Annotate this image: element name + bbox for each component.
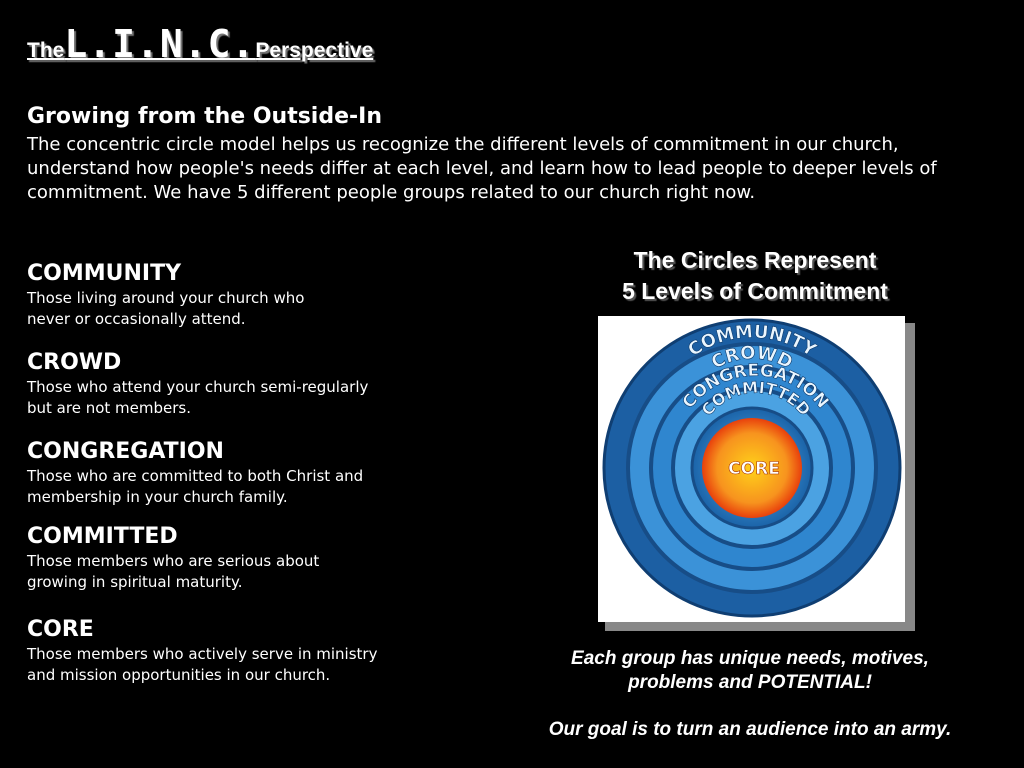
level-name: COMMITTED [27,524,178,549]
diagram-title-line-1: The Circles Represent [633,247,877,273]
title-prefix: The [27,39,65,62]
page-title: TheL.I.N.C.Perspective [27,22,373,66]
level-description-line-1: Those who are committed to both Christ a… [27,467,364,485]
level-description-line-1: Those members who are serious about [27,552,320,570]
level-description-line-2: growing in spiritual maturity. [27,573,243,591]
diagram-title-line-2: 5 Levels of Commitment [622,278,888,304]
intro-paragraph: The concentric circle model helps us rec… [27,134,937,203]
level-description-line-2: and mission opportunities in our church. [27,666,331,684]
title-acronym: L.I.N.C. [64,22,256,66]
concentric-circles-diagram: COMMUNITY CROWD CONGREGATION COMMITTED C… [598,316,905,622]
level-description-line-1: Those living around your church who [27,289,305,307]
level-name: CORE [27,617,94,642]
level-name: CONGREGATION [27,439,224,464]
level-congregation: CONGREGATION Those who are committed to … [27,438,447,508]
level-description-line-2: never or occasionally attend. [27,310,246,328]
title-suffix: Perspective [255,39,374,62]
ring-core [702,418,802,518]
level-name: CROWD [27,350,122,375]
level-crowd: CROWD Those who attend your church semi-… [27,349,447,419]
footer-goal: Our goal is to turn an audience into an … [548,719,952,740]
level-description-line-2: but are not members. [27,399,191,417]
level-committed: COMMITTED Those members who are serious … [27,523,447,593]
ring-label-core: CORE [728,459,780,479]
level-description-line-1: Those members who actively serve in mini… [27,645,378,663]
section-heading: Growing from the Outside-In [27,104,382,129]
level-community: COMMUNITY Those living around your churc… [27,260,447,330]
level-description-line-1: Those who attend your church semi-regula… [27,378,369,396]
footer-needs-line-1: Each group has unique needs, motives, [571,648,929,669]
level-core: CORE Those members who actively serve in… [27,616,447,686]
footer-needs-line-2: problems and POTENTIAL! [628,672,872,693]
level-description-line-2: membership in your church family. [27,488,288,506]
level-name: COMMUNITY [27,261,182,286]
diagram-title: The Circles Represent 5 Levels of Commit… [560,245,950,307]
